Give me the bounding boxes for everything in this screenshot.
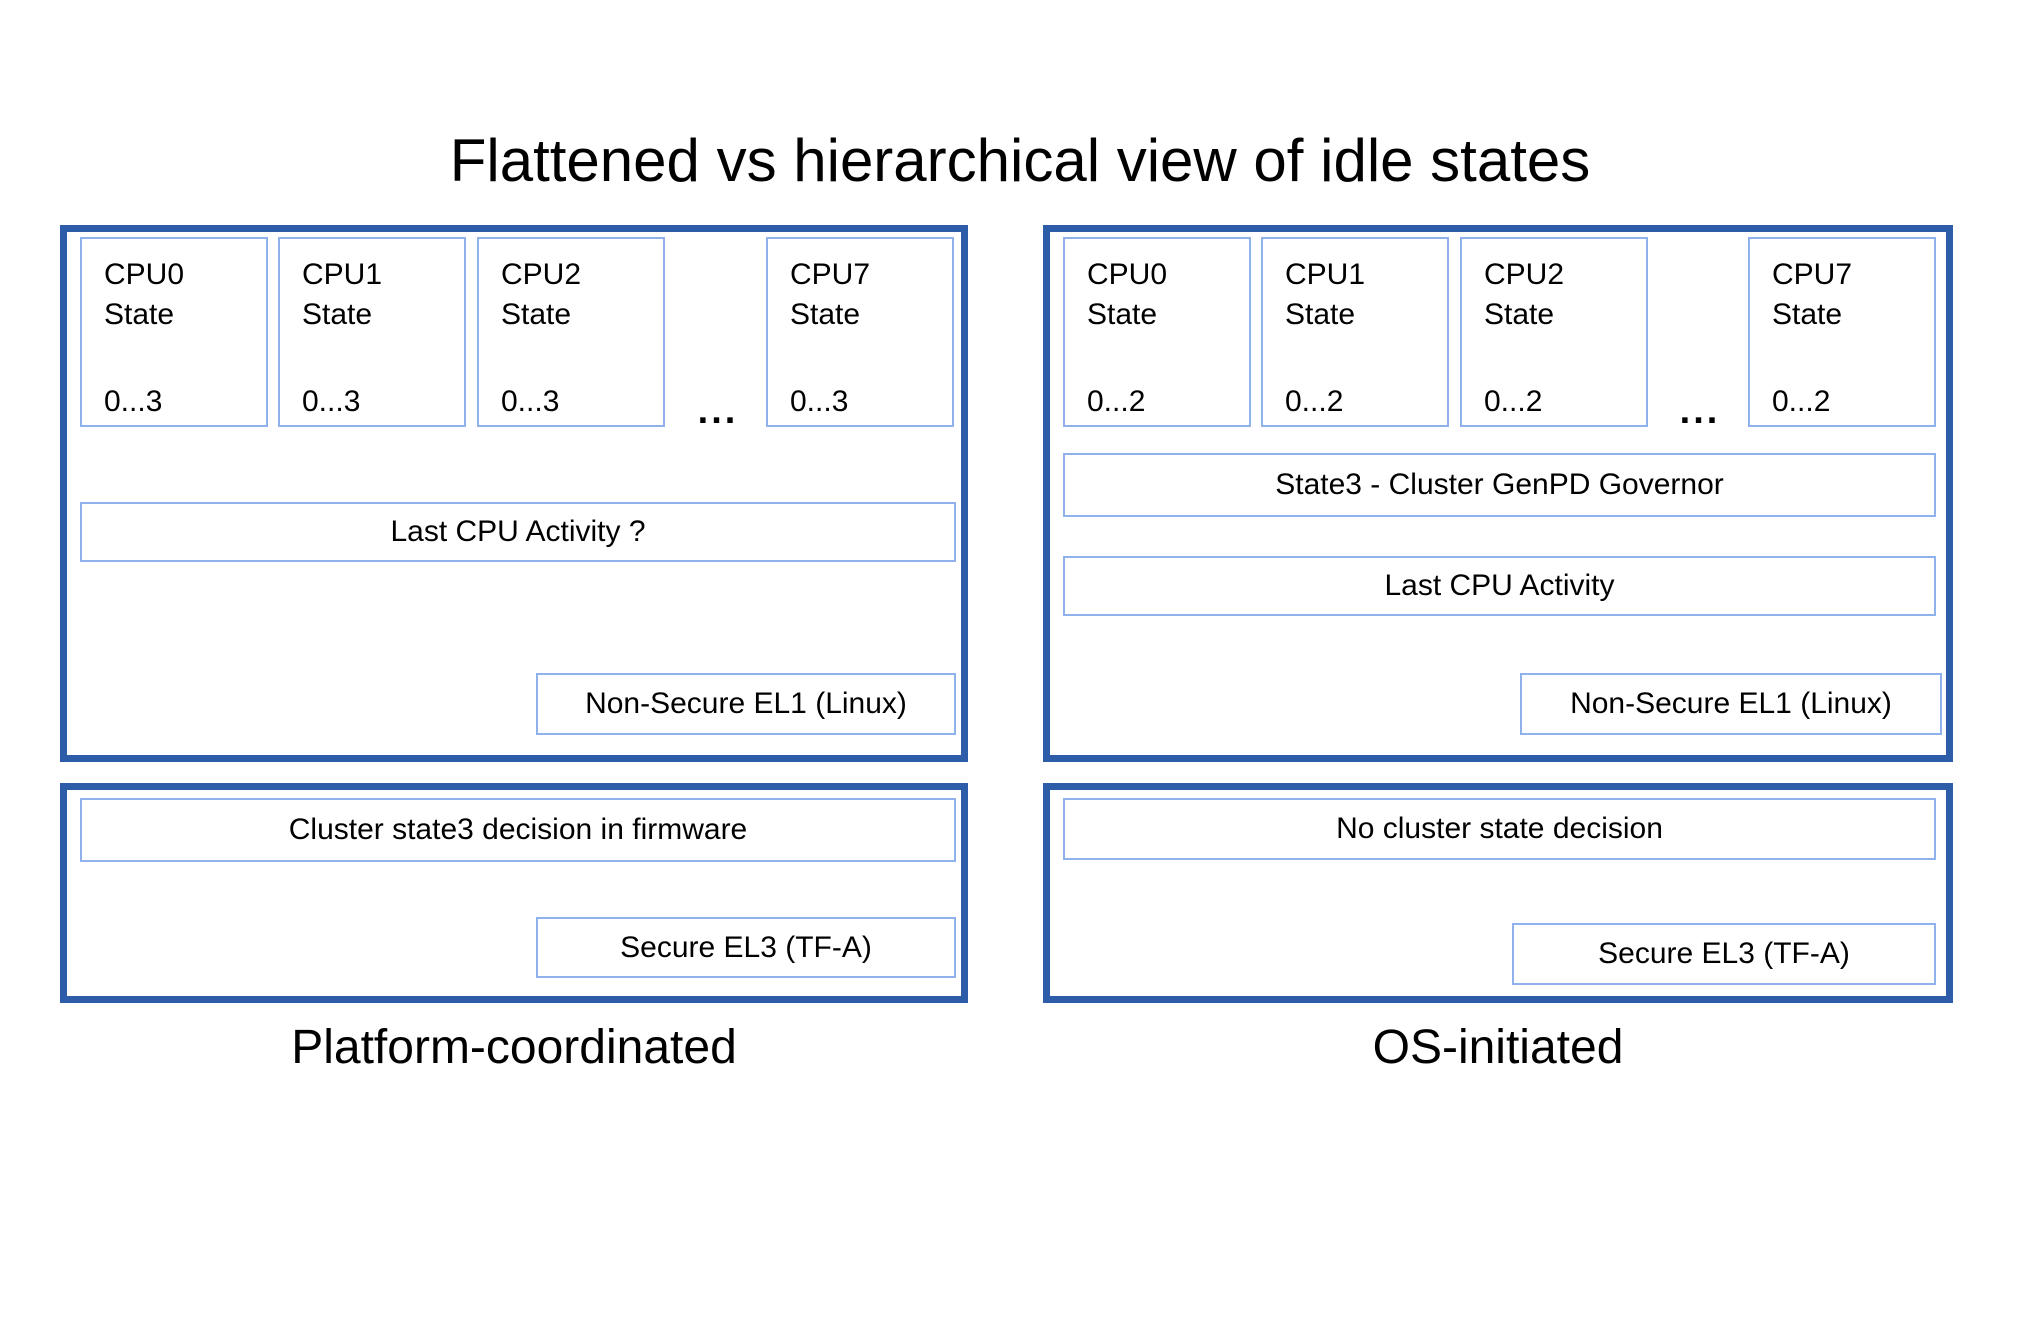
last-cpu-activity-bar: Last CPU Activity ? <box>80 502 956 562</box>
cpu-state-range: 0...2 <box>1285 385 1344 418</box>
left-cpu0-box: CPU0 State 0...3 <box>80 237 268 427</box>
right-secure-el3-box: Secure EL3 (TF-A) <box>1512 923 1936 985</box>
cpu-name: CPU1 <box>1285 258 1366 291</box>
left-non-secure-el1-box: Non-Secure EL1 (Linux) <box>536 673 956 735</box>
cpu-state-range: 0...3 <box>790 385 849 418</box>
right-last-cpu-activity-bar: Last CPU Activity <box>1063 556 1936 616</box>
cpu-state-label: State <box>1484 298 1555 331</box>
cpu-name: CPU2 <box>501 258 582 291</box>
cpu-state: State 0...3 <box>302 293 454 424</box>
cpu-state-label: State <box>1285 298 1356 331</box>
cpu-state-label: State <box>1772 298 1843 331</box>
cpu-name: CPU7 <box>1772 258 1853 291</box>
cpu-name: CPU7 <box>790 258 871 291</box>
cpu-state-label: State <box>104 298 175 331</box>
right-non-secure-el1-box: Non-Secure EL1 (Linux) <box>1520 673 1942 735</box>
cpu-state: State 0...3 <box>104 293 256 424</box>
right-cpu7-box: CPU7 State 0...2 <box>1748 237 1936 427</box>
cpu-state: State 0...2 <box>1087 293 1239 424</box>
cpu-state-range: 0...3 <box>302 385 361 418</box>
cpu-state-range: 0...2 <box>1087 385 1146 418</box>
left-cpu2-box: CPU2 State 0...3 <box>477 237 665 427</box>
cpu-state-label: State <box>790 298 861 331</box>
cpu-state-label: State <box>501 298 572 331</box>
cpu-state: State 0...3 <box>790 293 942 424</box>
platform-coordinated-label: Platform-coordinated <box>291 1021 737 1074</box>
cpu-state: State 0...2 <box>1285 293 1437 424</box>
right-cpu1-box: CPU1 State 0...2 <box>1261 237 1449 427</box>
cpu-name: CPU2 <box>1484 258 1565 291</box>
cpu-state-range: 0...3 <box>104 385 163 418</box>
cpu-name: CPU1 <box>302 258 383 291</box>
cpu-name: CPU0 <box>1087 258 1168 291</box>
cpu-state-range: 0...2 <box>1484 385 1543 418</box>
cpu-state-label: State <box>1087 298 1158 331</box>
cpu-state-range: 0...3 <box>501 385 560 418</box>
left-cpu7-box: CPU7 State 0...3 <box>766 237 954 427</box>
right-cpu2-box: CPU2 State 0...2 <box>1460 237 1648 427</box>
cpu-name: CPU0 <box>104 258 185 291</box>
right-cpu0-box: CPU0 State 0...2 <box>1063 237 1251 427</box>
left-cpu1-box: CPU1 State 0...3 <box>278 237 466 427</box>
left-secure-el3-box: Secure EL3 (TF-A) <box>536 917 956 978</box>
cpu-state: State 0...2 <box>1484 293 1636 424</box>
state3-genpd-governor-bar: State3 - Cluster GenPD Governor <box>1063 453 1936 517</box>
cpu-state-label: State <box>302 298 373 331</box>
cpu-state: State 0...2 <box>1772 293 1924 424</box>
no-cluster-state-decision-bar: No cluster state decision <box>1063 798 1936 860</box>
right-ellipsis: ... <box>1679 390 1721 432</box>
cpu-state-range: 0...2 <box>1772 385 1831 418</box>
cluster-state3-decision-bar: Cluster state3 decision in firmware <box>80 798 956 862</box>
cpu-state: State 0...3 <box>501 293 653 424</box>
left-ellipsis: ... <box>697 390 739 432</box>
page-title: Flattened vs hierarchical view of idle s… <box>449 127 1591 194</box>
os-initiated-label: OS-initiated <box>1372 1021 1624 1074</box>
